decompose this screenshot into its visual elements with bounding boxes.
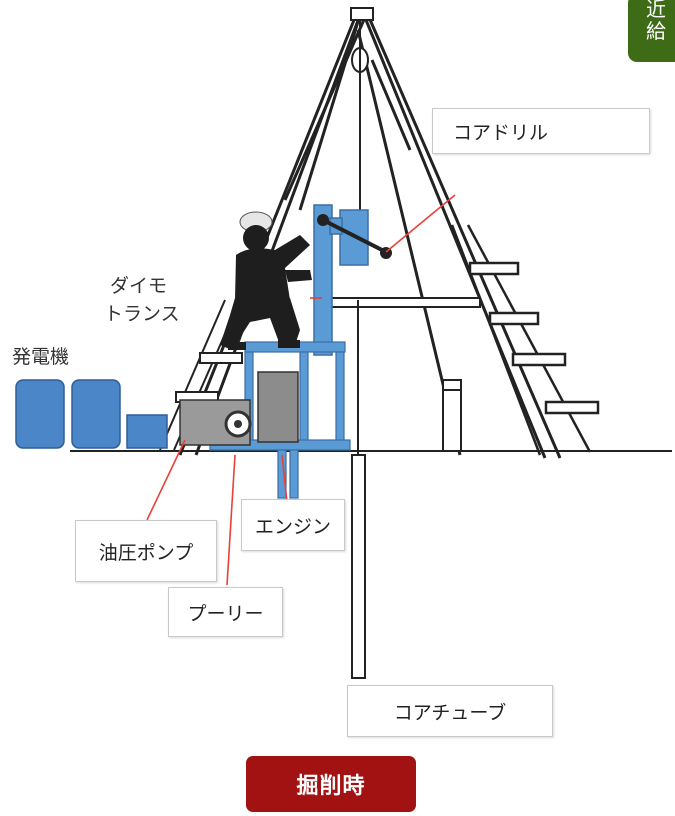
drill-mast: [313, 204, 333, 356]
worker-figure: [220, 211, 312, 350]
casing-post: [442, 379, 462, 452]
corner-tag: 近 給: [628, 0, 675, 62]
corner-tag-line2: 給: [646, 19, 666, 43]
label-dynamo-line1: ダイモ: [110, 275, 168, 297]
label-generator: 発電機: [12, 346, 70, 368]
label-pulley: プーリー: [168, 587, 283, 637]
derrick-tripod: [178, 14, 562, 459]
horizontal-boom: [317, 297, 481, 308]
core-tube: [351, 454, 366, 679]
generator-tank-1: [15, 379, 65, 449]
drill-handle: [322, 218, 387, 254]
generator-tank-2: [71, 379, 121, 449]
label-hydraulic-pump: 油圧ポンプ: [75, 520, 217, 582]
corner-tag-line1: 近: [646, 0, 666, 21]
label-dynamo-transformer: ダイモ トランス: [104, 272, 184, 328]
derrick-top-cap: [350, 7, 374, 21]
drilling-time-badge: 掘削時: [246, 756, 416, 812]
ladder: [450, 224, 600, 456]
engine-unit: [257, 371, 299, 443]
label-engine: エンジン: [241, 499, 345, 551]
generator-box: [126, 414, 168, 449]
leader-lines: [146, 194, 456, 586]
label-core-drill: コアドリル: [432, 108, 650, 154]
label-dynamo-line2: トランス: [104, 303, 180, 325]
label-core-tube: コアチューブ: [347, 685, 553, 737]
